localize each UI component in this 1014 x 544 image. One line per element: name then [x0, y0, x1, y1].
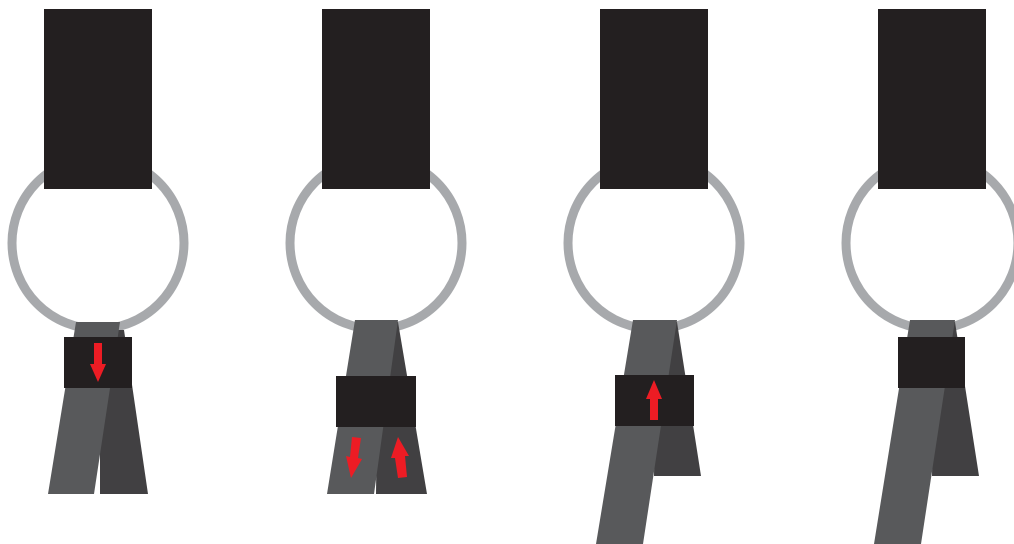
- arrow-up: [646, 380, 662, 420]
- arrow-down: [346, 437, 362, 478]
- top-block: [44, 9, 152, 189]
- top-block: [878, 9, 986, 189]
- top-block: [600, 9, 708, 189]
- buckle: [336, 376, 416, 427]
- step-1: [7, 9, 189, 494]
- step-3: [563, 9, 745, 544]
- arrow-up: [391, 437, 409, 478]
- step-2: [285, 9, 467, 494]
- buckle: [898, 337, 965, 388]
- top-block: [322, 9, 430, 189]
- step-4: [841, 9, 1014, 544]
- arrow-down: [90, 343, 106, 382]
